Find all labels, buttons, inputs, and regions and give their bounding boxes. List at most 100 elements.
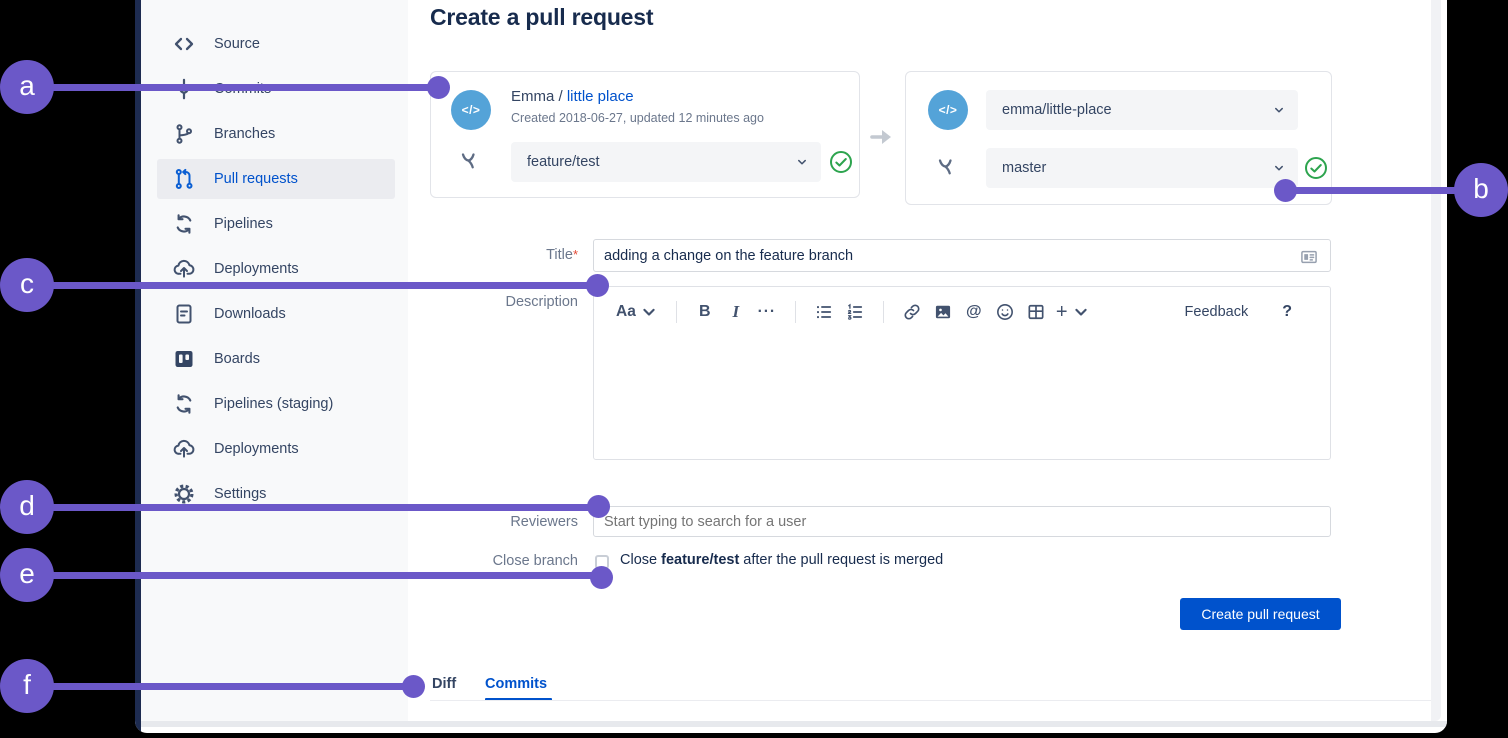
sidebar-item-pipelines-staging[interactable]: Pipelines (staging) [157,384,395,424]
sidebar-item-deployments-2[interactable]: Deployments [157,429,395,469]
annotation-marker-c: c [0,258,54,312]
italic-label: I [732,302,740,321]
image-icon[interactable] [932,300,954,324]
fork-icon [457,150,481,174]
toolbar-divider [882,301,884,323]
description-editor[interactable]: Aa B I ··· @ + Feedback ? [593,286,1331,460]
feedback-link[interactable]: Feedback [1184,304,1249,320]
destination-repo-value: emma/little-place [1002,102,1112,118]
annotation-marker-f: f [0,659,54,713]
emoji-icon[interactable] [994,300,1016,324]
mention-button[interactable]: @ [963,300,985,324]
annotation-marker-a: a [0,60,54,114]
destination-branch-select[interactable]: master [986,148,1298,188]
required-asterisk: * [572,247,578,262]
code-avatar-glyph: </> [938,103,958,117]
annotation-dot-f [402,675,425,698]
sidebar-item-label: Settings [214,486,267,502]
destination-repo-select[interactable]: emma/little-place [986,90,1298,130]
sidebar-item-label: Branches [214,126,276,142]
gear-icon [172,482,196,506]
pipelines-icon [172,392,196,416]
sidebar-item-boards[interactable]: Boards [157,339,395,379]
insert-more-button[interactable]: + [1056,300,1091,324]
numbered-list-icon[interactable] [844,300,866,324]
text-style-button[interactable]: Aa [616,300,659,324]
toolbar-divider [794,301,796,323]
close-branch-text-post: after the pull request is merged [739,552,944,568]
active-tab-underline [485,698,552,701]
scrollbar-track[interactable] [1431,0,1441,721]
sidebar-item-source[interactable]: Source [157,24,395,64]
sidebar-item-label: Deployments [214,261,299,277]
sidebar-item-downloads[interactable]: Downloads [157,294,395,334]
source-repo-card: </> Emma / little place Created 2018-06-… [430,71,860,198]
tab-commits[interactable]: Commits [485,676,548,692]
annotation-dot-a [427,76,450,99]
source-branch-select[interactable]: feature/test [511,142,821,182]
title-input[interactable] [593,239,1331,272]
sidebar-item-label: Pipelines (staging) [214,396,334,412]
tab-divider [430,700,1431,701]
sidebar-item-label: Pipelines [214,216,273,232]
sidebar-item-label: Deployments [214,441,299,457]
sidebar-item-deployments[interactable]: Deployments [157,249,395,289]
annotation-line-e [48,572,602,579]
description-body[interactable] [594,324,1330,444]
help-button[interactable]: ? [1282,303,1292,320]
toolbar-divider [675,301,677,323]
annotation-dot-e [590,566,613,589]
destination-branch-value: master [1002,160,1047,176]
bold-button[interactable]: B [694,300,716,324]
app-window: Source Commits Branches Pull requests Pi… [135,0,1447,733]
mention-label: @ [966,303,982,320]
tab-diff[interactable]: Diff [432,676,457,692]
annotation-line-b [1285,187,1458,194]
sidebar-item-pipelines[interactable]: Pipelines [157,204,395,244]
sidebar-item-pull-requests[interactable]: Pull requests [157,159,395,199]
annotation-line-a [48,84,441,91]
pipelines-icon [172,212,196,236]
close-branch-text-pre: Close [620,552,662,568]
annotation-marker-e: e [0,548,54,602]
more-formatting-button[interactable]: ··· [756,300,778,324]
table-icon[interactable] [1025,300,1047,324]
close-branch-branch-name: feature/test [661,552,740,568]
branches-icon [172,122,196,146]
chevron-down-icon [1272,103,1286,117]
chevron-down-icon [1272,161,1286,175]
close-branch-label: Close branch [492,553,578,569]
document-icon [172,302,196,326]
repo-owner: Emma / [511,88,567,105]
sidebar-item-label: Downloads [214,306,286,322]
source-branch-value: feature/test [527,154,600,170]
annotation-line-d [48,504,598,511]
bold-label: B [699,303,711,320]
link-icon[interactable] [901,300,923,324]
annotation-line-f [48,683,414,690]
global-nav-edge [135,0,141,733]
repo-meta: Created 2018-06-27, updated 12 minutes a… [511,111,764,125]
fork-icon [934,156,958,180]
repo-link[interactable]: little place [566,88,634,105]
branch-valid-check-icon [829,150,853,174]
vcard-icon[interactable] [1299,247,1319,267]
reviewers-input[interactable] [593,506,1331,537]
create-pull-request-button[interactable]: Create pull request [1180,598,1341,630]
close-branch-text: Close feature/test after the pull reques… [620,552,943,568]
annotation-dot-d [587,495,610,518]
sidebar-item-label: Pull requests [214,171,298,187]
sidebar-item-settings[interactable]: Settings [157,474,395,514]
chevron-down-icon [795,155,809,169]
reviewers-label: Reviewers [510,514,578,530]
repo-avatar: </> [451,90,491,130]
text-style-label: Aa [616,303,636,320]
sidebar: Source Commits Branches Pull requests Pi… [141,0,408,727]
sidebar-item-branches[interactable]: Branches [157,114,395,154]
sidebar-item-label: Boards [214,351,260,367]
code-icon [172,32,196,56]
bullet-list-icon[interactable] [813,300,835,324]
annotation-marker-b: b [1454,163,1508,217]
italic-button[interactable]: I [725,300,747,324]
editor-toolbar: Aa B I ··· @ + Feedback ? [594,287,1330,324]
